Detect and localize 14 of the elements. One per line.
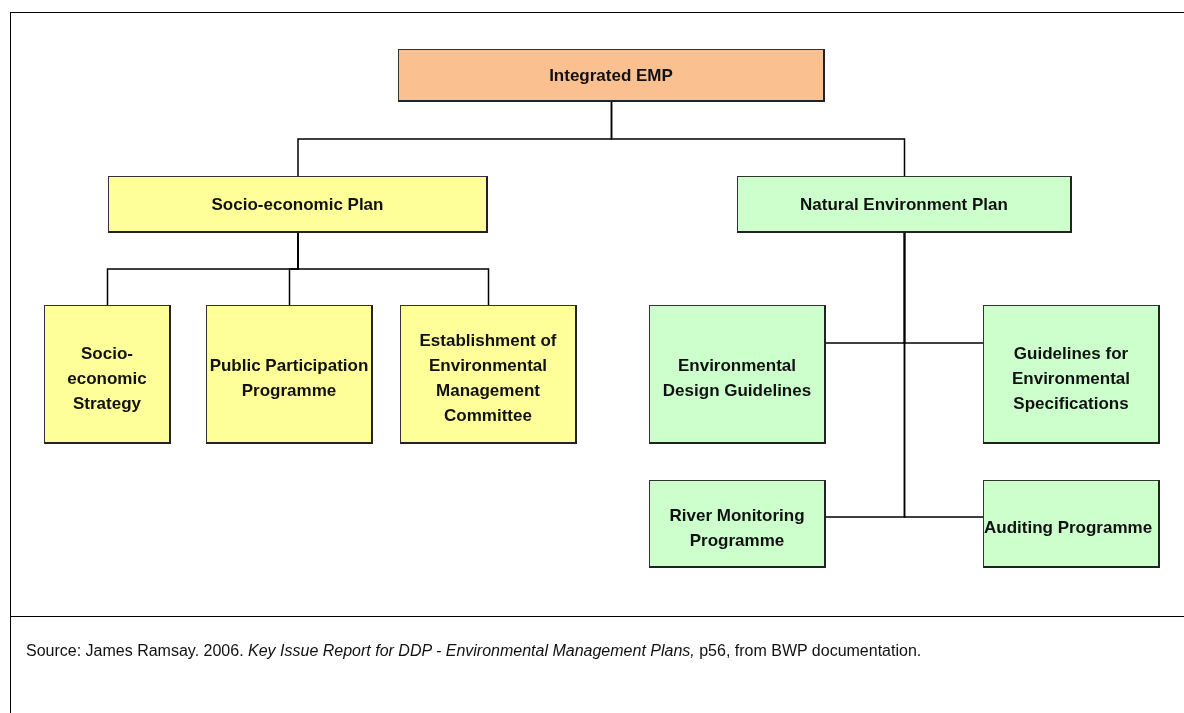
source-caption: Source: James Ramsay. 2006. Key Issue Report for DDP - Environmental Management Plans, p56, from BWP documentation. bbox=[26, 641, 923, 661]
org-box: Public Participation Programme bbox=[206, 305, 373, 444]
org-box: Natural Environment Plan bbox=[737, 176, 1072, 233]
connector-line bbox=[903, 232, 984, 518]
org-box: Establishment of Environmental Management Committee bbox=[400, 305, 577, 444]
org-box: Environmental Design Guidelines bbox=[649, 305, 826, 444]
org-box: Socio-economic Plan bbox=[108, 176, 488, 233]
org-box: Auditing Programme bbox=[983, 480, 1160, 568]
org-box: Socio-economic Strategy bbox=[44, 305, 171, 444]
org-box: Integrated EMP bbox=[398, 49, 825, 102]
connector-line bbox=[297, 232, 490, 306]
org-box: Guidelines for Environmental Specifications bbox=[983, 305, 1160, 444]
org-box: River Monitoring Programme bbox=[649, 480, 826, 568]
connector-line bbox=[610, 101, 906, 177]
